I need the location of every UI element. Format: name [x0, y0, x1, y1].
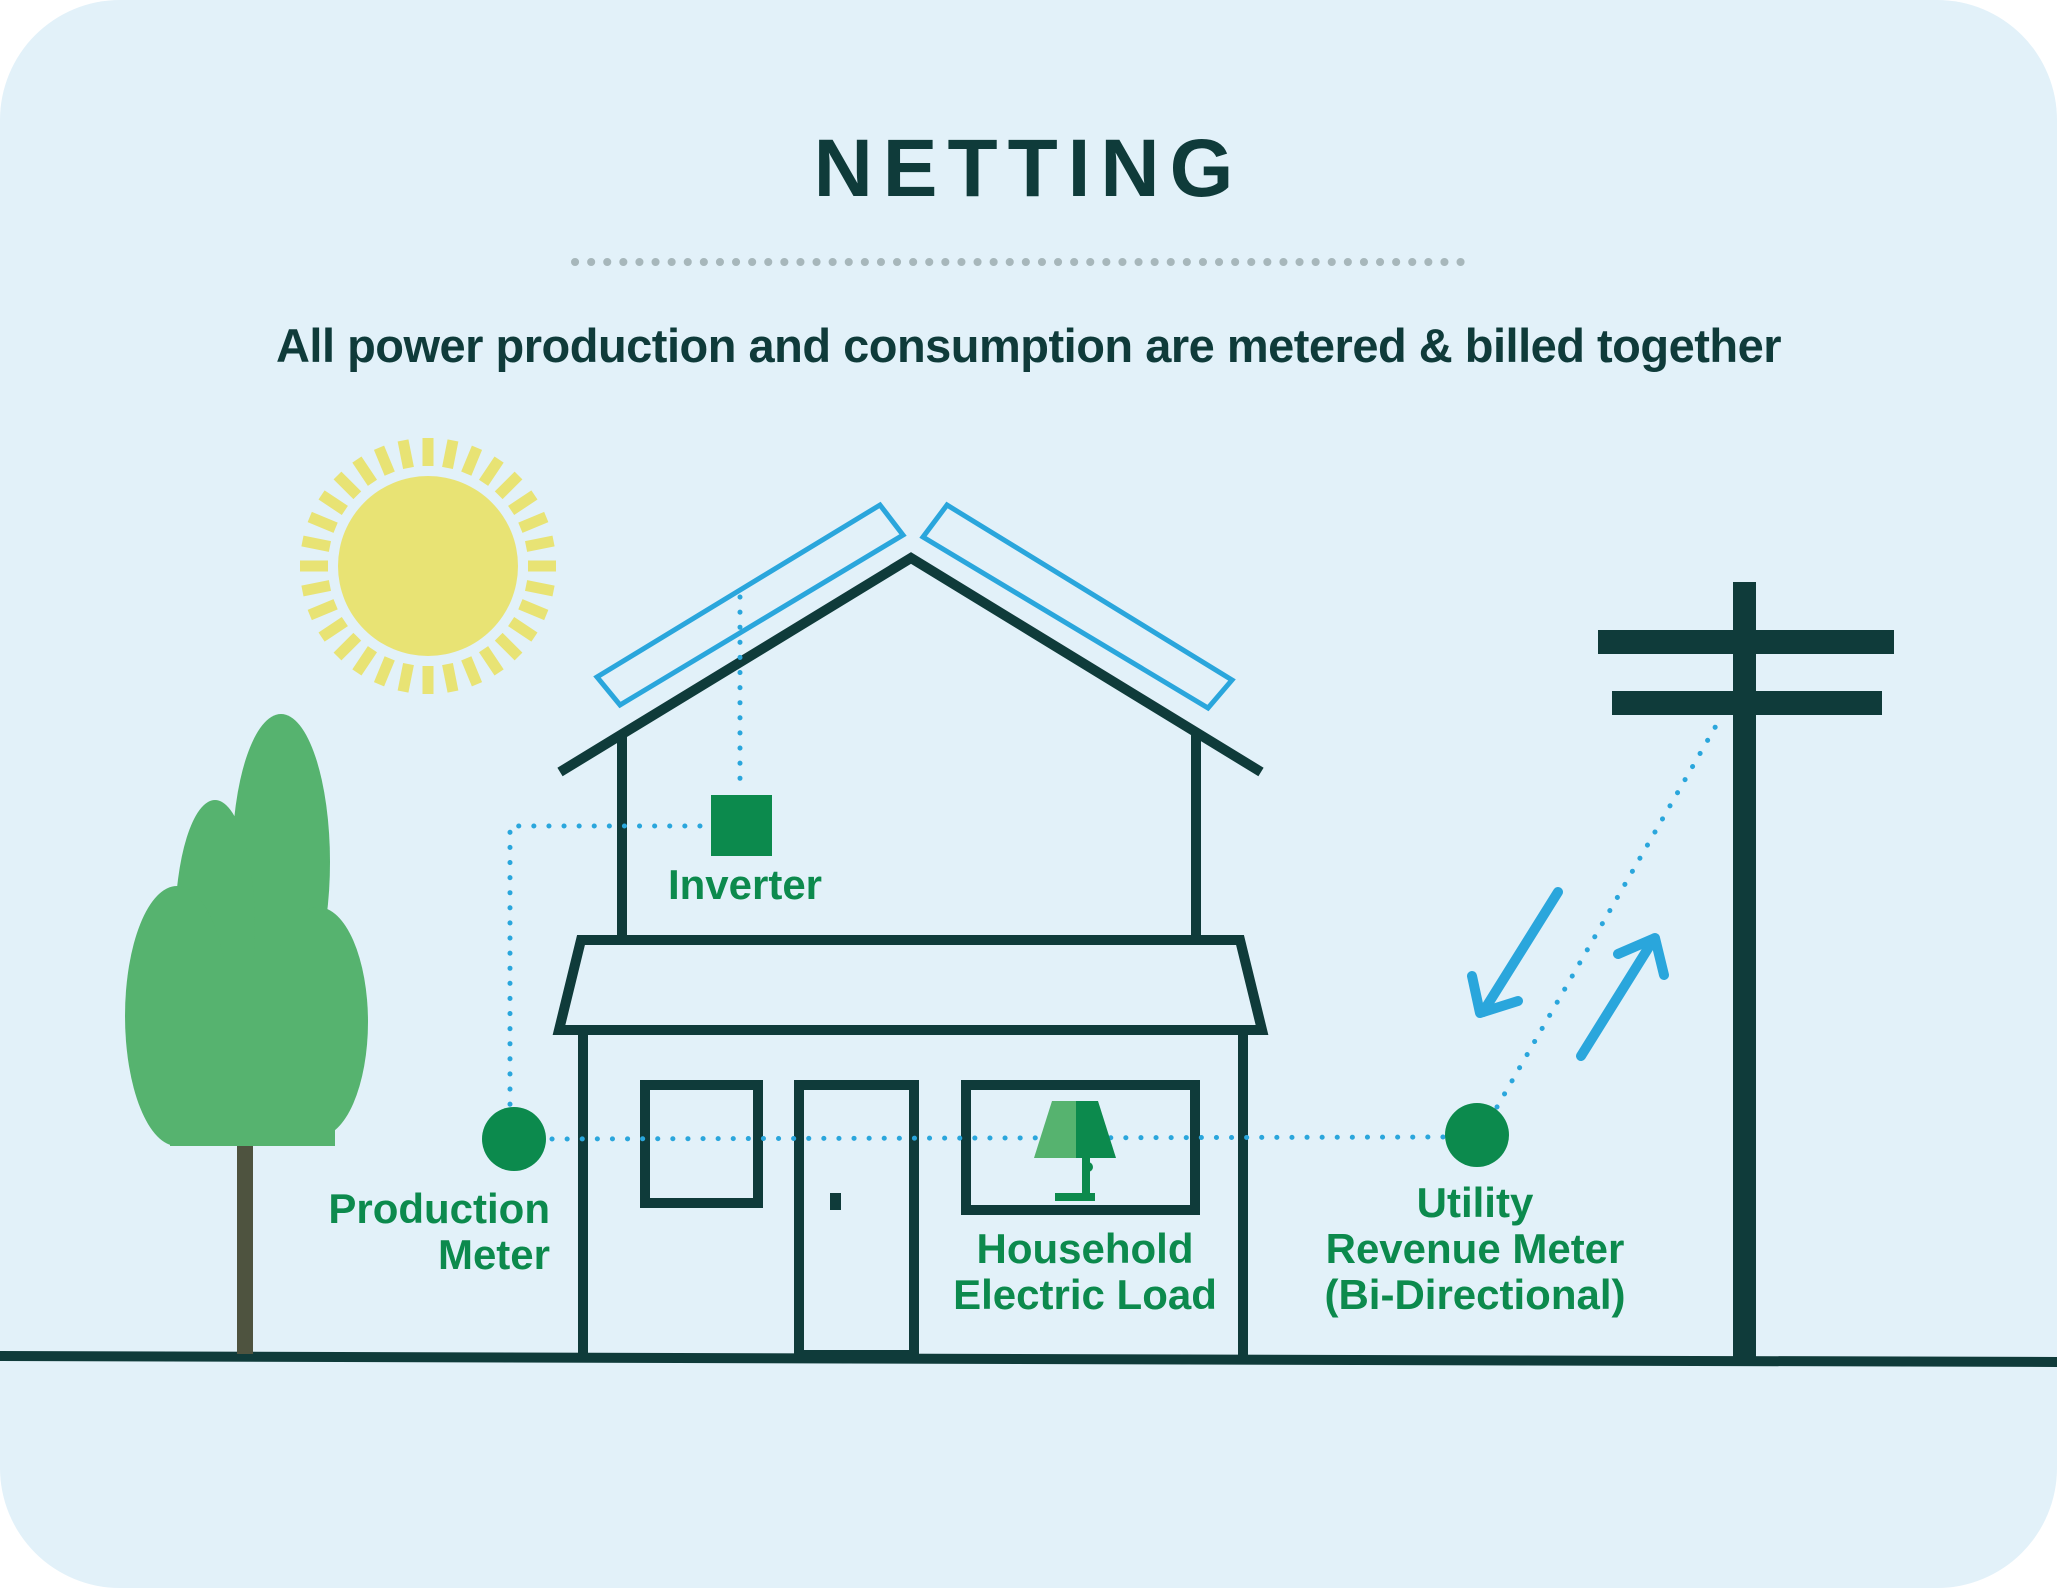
page-title: NETTING	[813, 123, 1244, 214]
sun-ray	[307, 599, 338, 621]
sun-ray	[494, 471, 523, 500]
utility-meter-icon	[1445, 1103, 1509, 1167]
sun-ray	[333, 632, 362, 661]
utility-meter-label: Utility Revenue Meter (Bi-Directional)	[1324, 1179, 1626, 1318]
sun-ray	[318, 616, 348, 642]
sun-ray	[525, 580, 555, 597]
inverter-icon	[711, 795, 772, 856]
tree-icon	[125, 714, 368, 1354]
sun-ray	[333, 471, 362, 500]
inverter-label: Inverter	[667, 861, 823, 908]
lamp-icon	[1034, 1101, 1116, 1201]
sun-ray	[373, 445, 395, 476]
sun-ray	[494, 632, 523, 661]
arrow-up-right-icon	[1576, 933, 1669, 1061]
sun-ray	[478, 456, 504, 486]
utility-pole-icon	[1598, 582, 1894, 1358]
sun-ray	[518, 511, 549, 533]
sun-ray	[352, 456, 378, 486]
sun-ray	[508, 616, 538, 642]
sun-ray	[397, 439, 414, 469]
household-load-label: Household Electric Load	[953, 1225, 1217, 1318]
sun-ray	[518, 599, 549, 621]
ground-line	[0, 1351, 2057, 1367]
sun-ray	[525, 535, 555, 552]
sun-ray	[461, 445, 483, 476]
sun-ray	[461, 656, 483, 687]
sun-ray	[442, 439, 459, 469]
house-icon	[552, 552, 1269, 1360]
sun-ray	[301, 535, 331, 552]
production-meter-label: Production Meter	[328, 1185, 550, 1278]
sun-ray	[373, 656, 395, 687]
sun-ray	[318, 490, 348, 516]
sun-ray	[352, 646, 378, 676]
production-meter-icon	[482, 1107, 546, 1171]
sun-ray	[307, 511, 338, 533]
sun-ray	[397, 663, 414, 693]
door-knob	[830, 1193, 841, 1210]
arrow-down-left-icon	[1467, 887, 1563, 1018]
sun-disc	[338, 476, 518, 656]
sun-ray	[442, 663, 459, 693]
page-subtitle: All power production and consumption are…	[275, 319, 1782, 372]
sun-icon	[300, 438, 556, 694]
sun-ray	[301, 580, 331, 597]
wiring	[507, 594, 1720, 1142]
sun-ray	[478, 646, 504, 676]
sun-ray	[508, 490, 538, 516]
solar-panel-icon	[593, 501, 1236, 712]
